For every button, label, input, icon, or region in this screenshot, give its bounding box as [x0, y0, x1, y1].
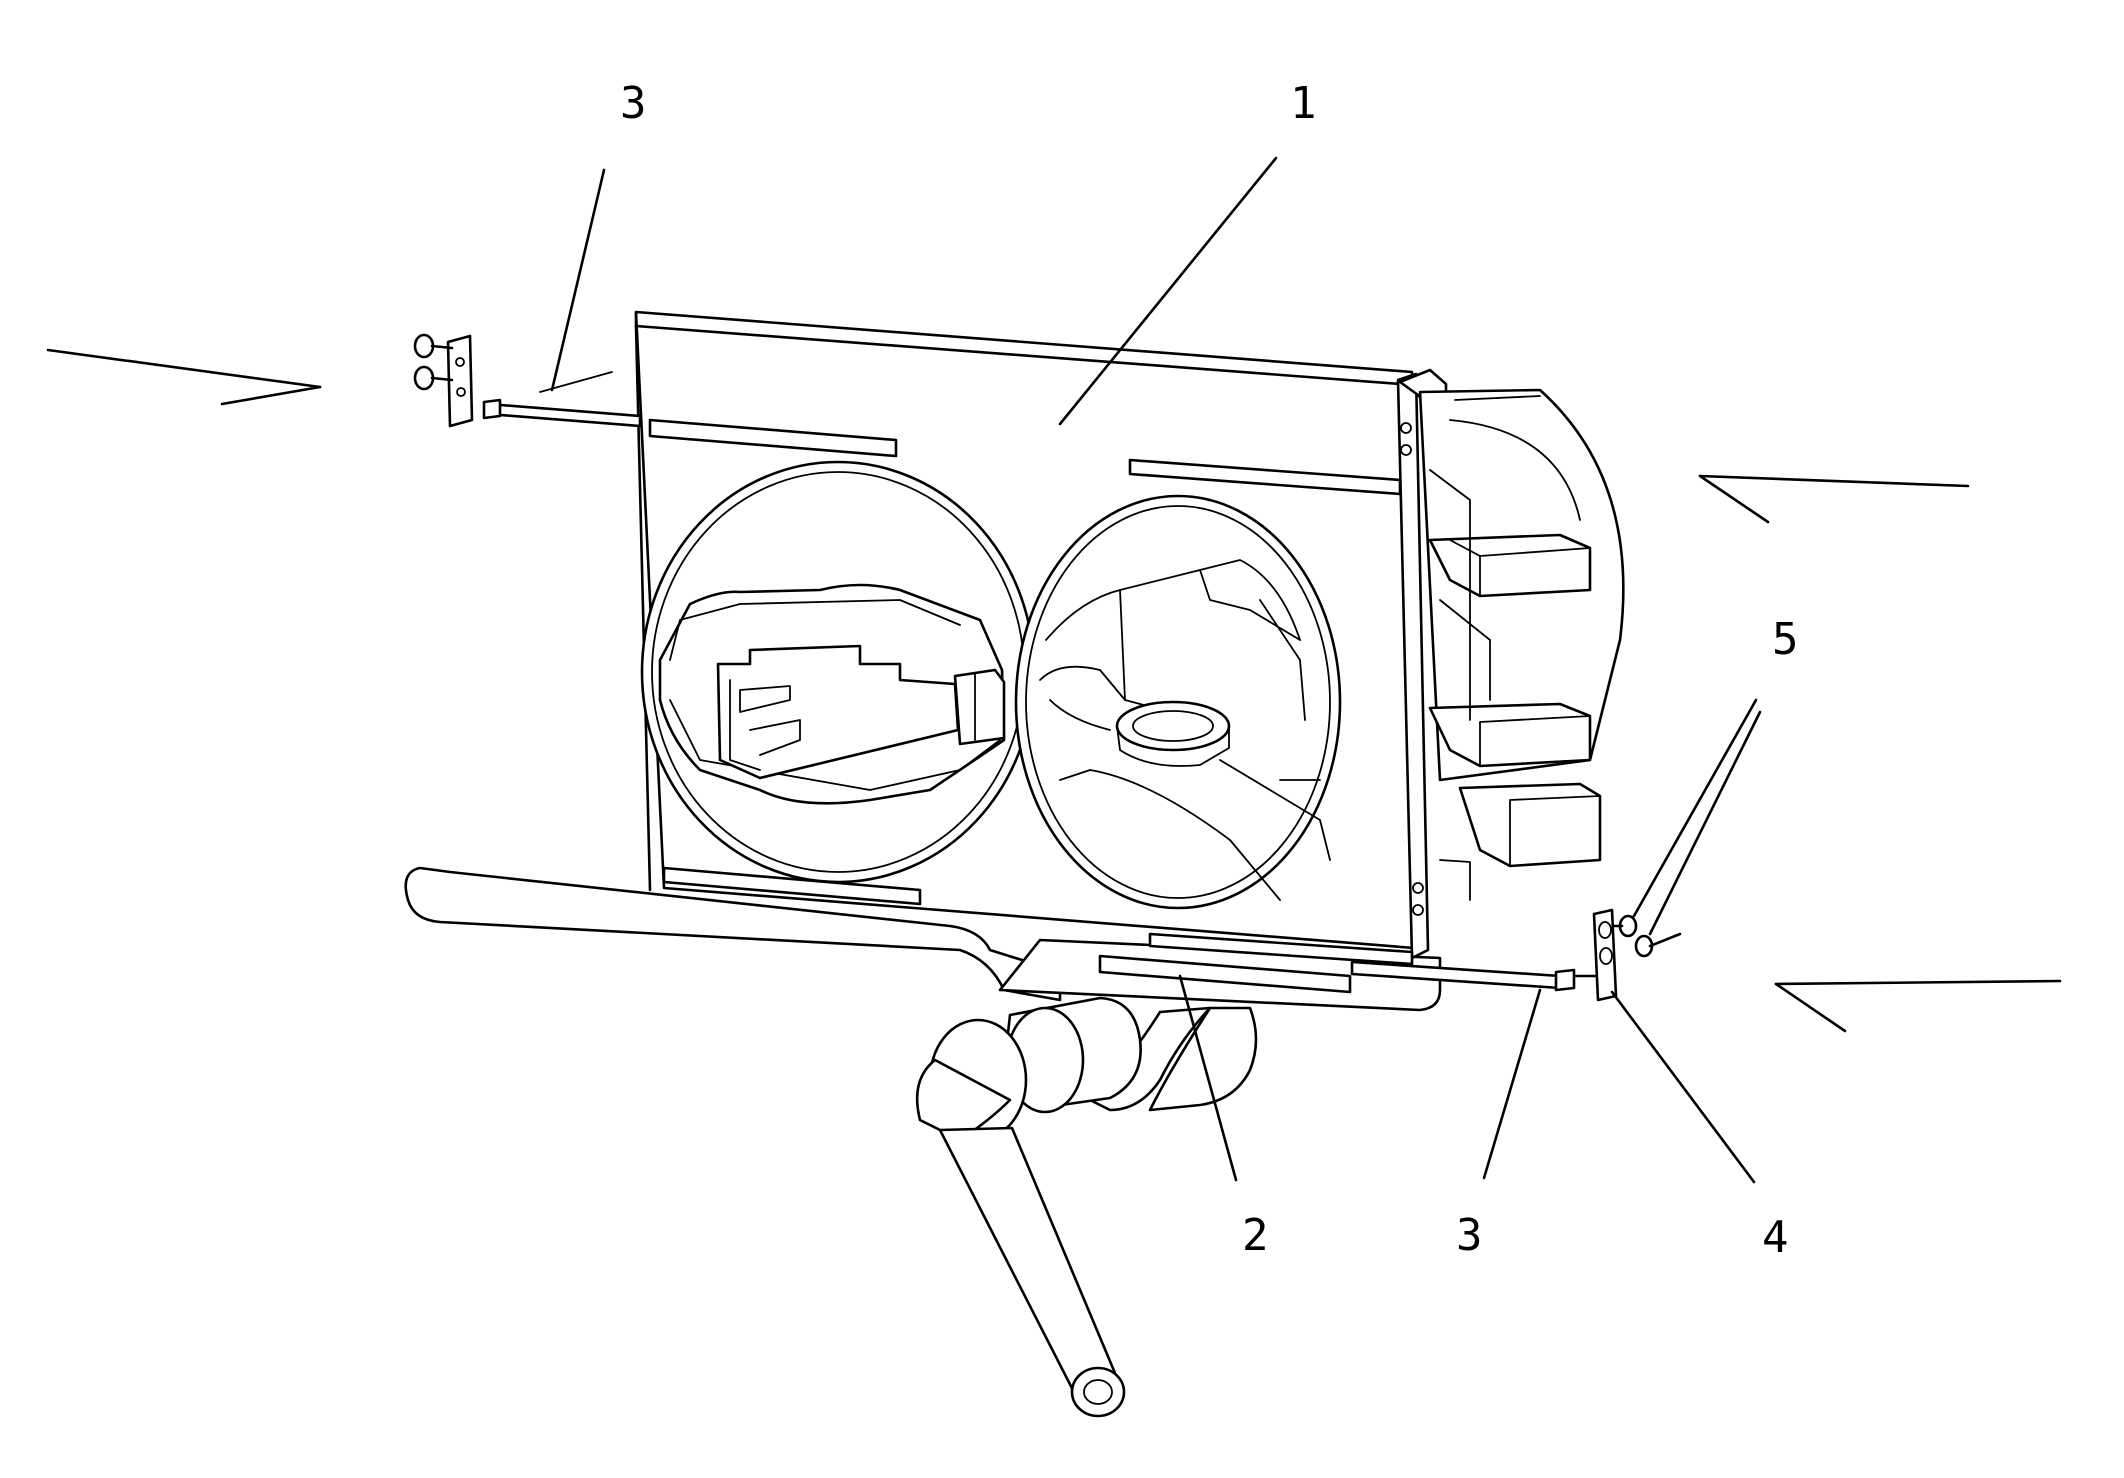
bracket-bottom-right [1594, 910, 1616, 1000]
label-3-top: 3 [620, 78, 647, 129]
label-2: 2 [1242, 1210, 1269, 1261]
bolts-bottom-right [1576, 916, 1680, 976]
label-3-bottom: 3 [1456, 1210, 1483, 1261]
leader-3-top [552, 170, 604, 390]
leader-4 [1612, 992, 1754, 1182]
right-opening [1016, 496, 1340, 908]
bolts-top-left [415, 335, 452, 389]
rear-housing [1420, 390, 1623, 900]
arrow-top-left [48, 350, 320, 404]
left-opening [642, 462, 1034, 882]
label-4: 4 [1762, 1212, 1789, 1263]
arrow-bottom-right [1776, 981, 2060, 1031]
label-5: 5 [1772, 614, 1799, 665]
label-1: 1 [1290, 78, 1317, 129]
arrow-top-right [1700, 476, 1968, 522]
leader-5-a [1634, 700, 1756, 916]
leader-5-b [1650, 712, 1760, 934]
leader-3-bottom [1484, 990, 1540, 1178]
rod-top-left [484, 372, 640, 426]
